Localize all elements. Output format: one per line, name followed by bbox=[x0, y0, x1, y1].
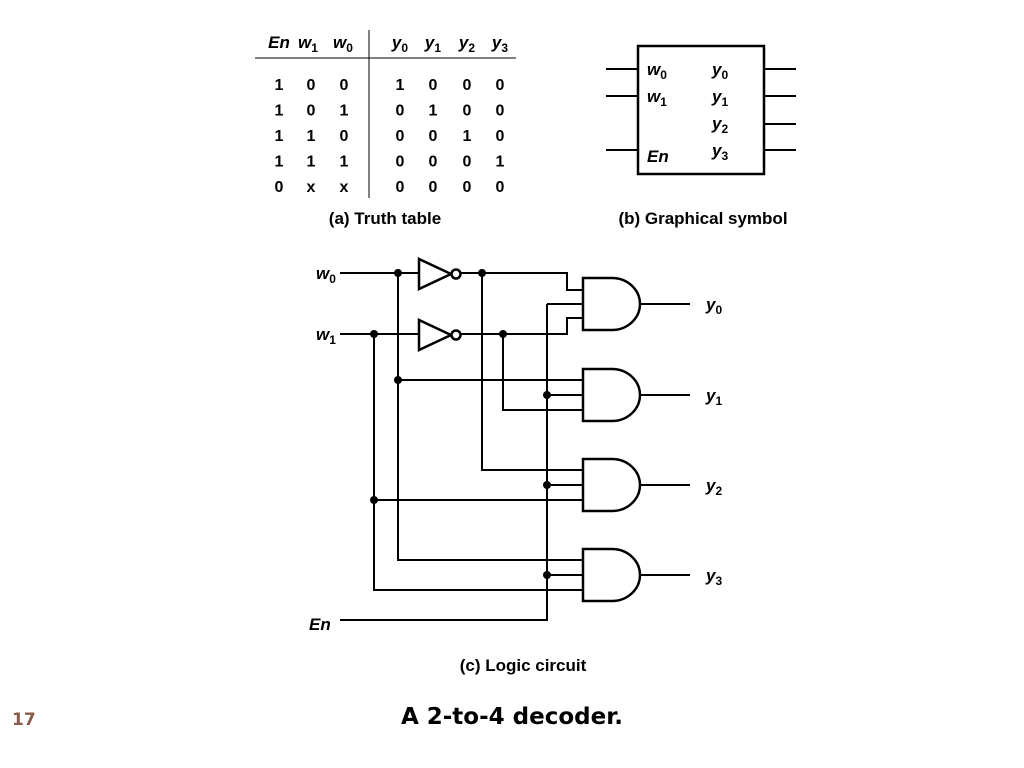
inverter-w0 bbox=[417, 257, 454, 291]
junction-dot bbox=[543, 481, 551, 489]
junction-dot bbox=[543, 571, 551, 579]
circuit-label-y2: y2 bbox=[705, 476, 722, 498]
junction-dot bbox=[370, 496, 378, 504]
circuit-caption: (c) Logic circuit bbox=[460, 656, 587, 675]
table-header-y3: y3 bbox=[491, 33, 508, 55]
table-cell: 0 bbox=[496, 103, 505, 120]
table-cell: 1 bbox=[496, 154, 505, 171]
junction-dot bbox=[499, 330, 507, 338]
table-body: 1 0 0 1 0 0 0 1 0 1 0 1 0 0 1 1 0 0 0 1 0 1 1 1 0 0 0 1 0 x x 0 0 0 0 bbox=[275, 77, 505, 196]
bus-w0 bbox=[397, 273, 583, 561]
table-cell: x bbox=[340, 179, 349, 196]
bus-w1 bbox=[373, 334, 583, 591]
logic-circuit: w0 w1 En bbox=[309, 257, 722, 675]
circuit-label-y1: y1 bbox=[705, 386, 722, 408]
table-cell: 0 bbox=[307, 103, 316, 120]
table-cell: 0 bbox=[463, 103, 472, 120]
wire-w1-bar bbox=[461, 317, 583, 335]
junction-dot bbox=[370, 330, 378, 338]
table-cell: 1 bbox=[275, 103, 284, 120]
table-cell: 0 bbox=[396, 179, 405, 196]
table-header-y0: y0 bbox=[391, 33, 408, 55]
wire-w0-bar bbox=[461, 272, 583, 291]
table-cell: 1 bbox=[340, 103, 349, 120]
symbol-label-w0: w0 bbox=[647, 60, 667, 82]
table-cell: 0 bbox=[396, 154, 405, 171]
table-header-en: En bbox=[268, 33, 290, 52]
table-cell: 0 bbox=[340, 77, 349, 94]
table-cell: 0 bbox=[396, 103, 405, 120]
symbol-label-y1: y1 bbox=[711, 87, 728, 109]
and-gate-y3 bbox=[581, 547, 642, 603]
table-row: 0 x x 0 0 0 0 bbox=[275, 179, 505, 196]
table-header-w1: w1 bbox=[298, 33, 318, 55]
table-cell: 0 bbox=[429, 179, 438, 196]
inverter-w1 bbox=[417, 318, 454, 352]
table-cell: 1 bbox=[396, 77, 405, 94]
table-cell: 0 bbox=[429, 77, 438, 94]
junction-dot bbox=[478, 269, 486, 277]
table-cell: 0 bbox=[307, 77, 316, 94]
table-cell: 1 bbox=[307, 154, 316, 171]
junction-dot bbox=[394, 376, 402, 384]
table-row: 1 0 1 0 1 0 0 bbox=[275, 103, 505, 120]
truth-table-caption: (a) Truth table bbox=[329, 209, 441, 228]
bus-w0-bar bbox=[481, 273, 583, 471]
symbol-label-en: En bbox=[647, 147, 669, 166]
symbol-caption: (b) Graphical symbol bbox=[618, 209, 787, 228]
table-cell: 0 bbox=[496, 128, 505, 145]
table-cell: 1 bbox=[307, 128, 316, 145]
table-cell: 0 bbox=[396, 128, 405, 145]
slide-title: A 2-to-4 decoder. bbox=[400, 704, 624, 730]
table-cell: 0 bbox=[463, 154, 472, 171]
symbol-label-y2: y2 bbox=[711, 114, 728, 136]
table-row: 1 0 0 1 0 0 0 bbox=[275, 77, 505, 94]
bus-en bbox=[340, 304, 548, 621]
decoder-block bbox=[636, 44, 766, 176]
table-cell: 1 bbox=[340, 154, 349, 171]
table-header-y1: y1 bbox=[424, 33, 441, 55]
table-cell: 1 bbox=[429, 103, 438, 120]
inverter-w0-bubble bbox=[450, 268, 462, 280]
table-cell: 0 bbox=[496, 179, 505, 196]
table-cell: 0 bbox=[275, 179, 284, 196]
table-cell: 0 bbox=[340, 128, 349, 145]
table-row: 1 1 1 0 0 0 1 bbox=[275, 154, 505, 171]
page-number: 17 bbox=[12, 710, 36, 730]
table-cell: 0 bbox=[496, 77, 505, 94]
symbol-label-w1: w1 bbox=[647, 87, 667, 109]
table-header-y2: y2 bbox=[458, 33, 475, 55]
table-cell: 0 bbox=[463, 77, 472, 94]
junction-dot bbox=[543, 391, 551, 399]
table-header-w0: w0 bbox=[333, 33, 353, 55]
table-cell: 1 bbox=[463, 128, 472, 145]
table-cell: 1 bbox=[275, 77, 284, 94]
junction-dot bbox=[394, 269, 402, 277]
circuit-label-y3: y3 bbox=[705, 566, 722, 588]
inverter-w1-bubble bbox=[450, 329, 462, 341]
circuit-label-en: En bbox=[309, 615, 331, 634]
table-cell: 0 bbox=[429, 154, 438, 171]
table-cell: x bbox=[307, 179, 316, 196]
symbol-label-y0: y0 bbox=[711, 60, 728, 82]
and-gate-y1 bbox=[581, 367, 642, 423]
bus-w1-bar bbox=[502, 334, 583, 411]
circuit-label-y0: y0 bbox=[705, 295, 722, 317]
table-cell: 0 bbox=[463, 179, 472, 196]
table-cell: 1 bbox=[275, 128, 284, 145]
circuit-label-w1: w1 bbox=[316, 325, 336, 347]
and-gate-y2 bbox=[581, 457, 642, 513]
circuit-label-w0: w0 bbox=[316, 264, 336, 286]
symbol-label-y3: y3 bbox=[711, 141, 728, 163]
table-cell: 1 bbox=[275, 154, 284, 171]
and-gate-y0 bbox=[581, 276, 642, 332]
table-cell: 0 bbox=[429, 128, 438, 145]
table-row: 1 1 0 0 0 1 0 bbox=[275, 128, 505, 145]
graphical-symbol: w0 w1 En y0 y1 y2 y3 (b) Graphical symbo… bbox=[606, 44, 796, 228]
